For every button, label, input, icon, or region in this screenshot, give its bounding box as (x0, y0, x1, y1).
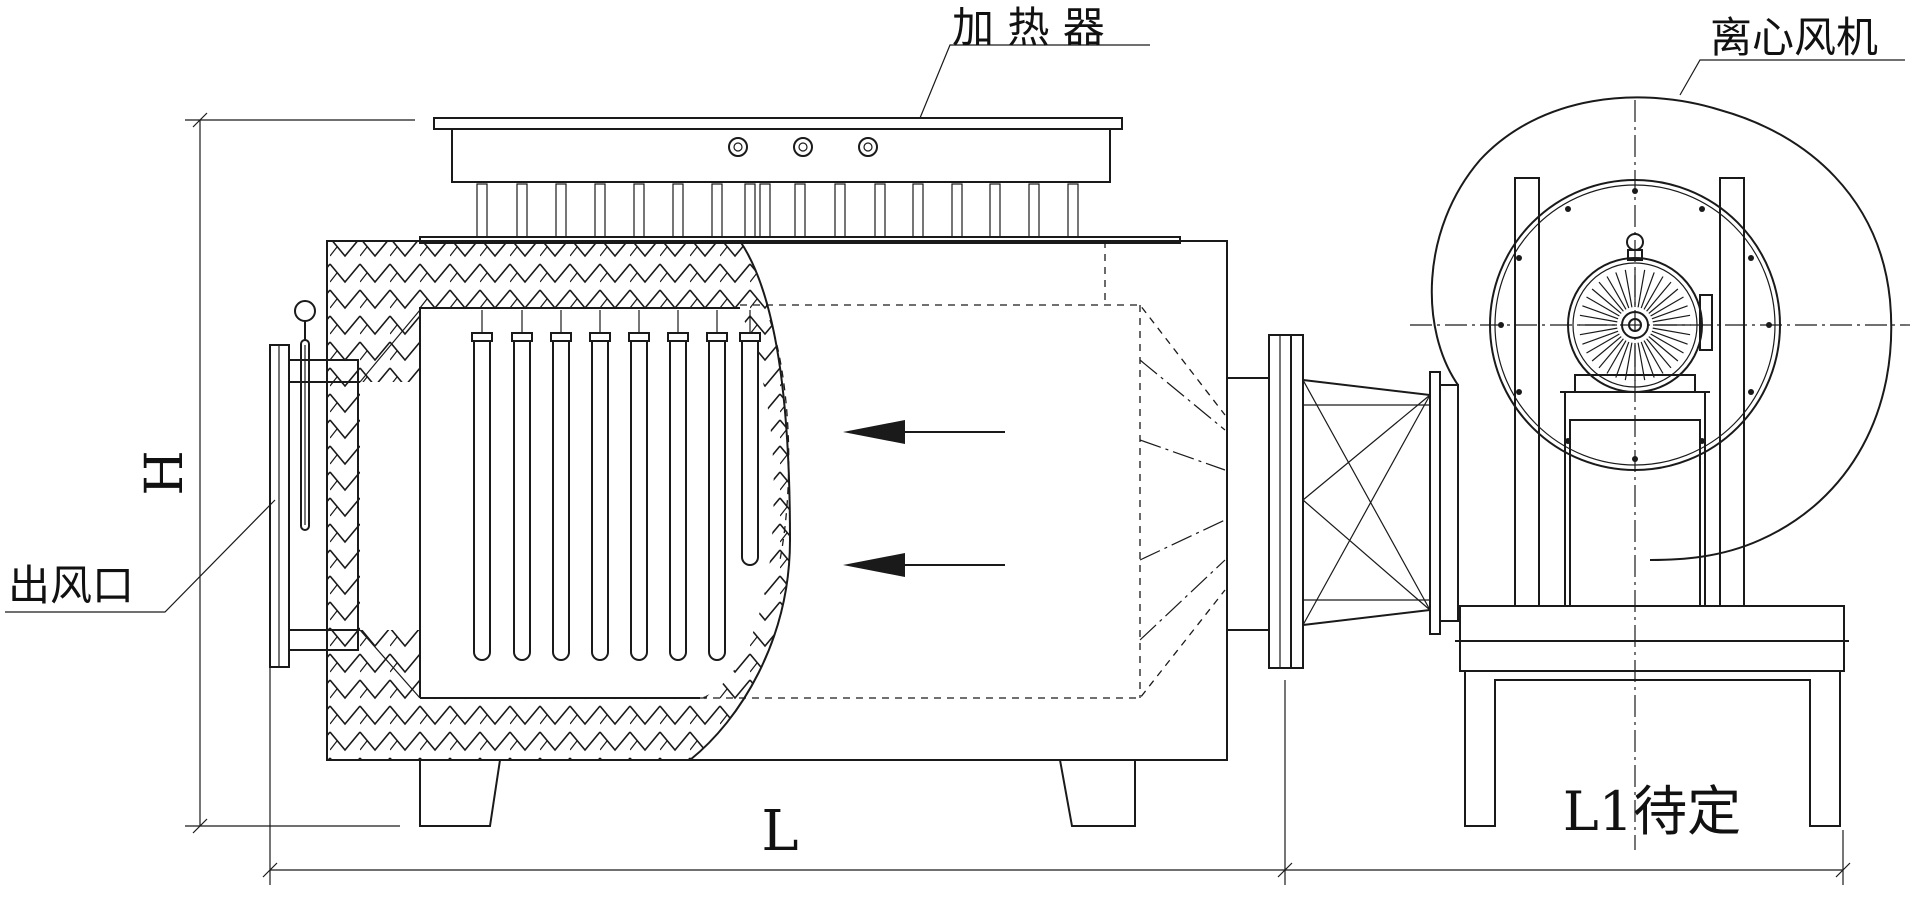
left-arrow-icon (843, 420, 905, 444)
fin (1640, 272, 1655, 309)
inlet-transition (1226, 334, 1459, 669)
fin (1652, 314, 1691, 323)
heater-label: 加 热 器 (952, 3, 1105, 52)
heating-tube (708, 334, 726, 661)
fin (1643, 340, 1664, 374)
dimensions (185, 112, 1851, 885)
support-foot-right (1059, 759, 1136, 827)
fan-length-dimension-label: L1待定 (1563, 780, 1741, 843)
fin (1646, 281, 1672, 312)
leader-lines (5, 44, 1905, 613)
element-lead (555, 183, 567, 238)
fin (1579, 314, 1618, 323)
heating-tube (591, 334, 609, 661)
fin (1598, 281, 1624, 312)
fin (1646, 338, 1672, 369)
fin (1650, 333, 1684, 354)
element-lead (744, 183, 756, 238)
element-lead (989, 183, 1001, 238)
left-arrow-icon (843, 553, 905, 577)
element-lead (874, 183, 886, 238)
element-lead (1067, 183, 1079, 238)
heater-junction-box (419, 117, 1181, 244)
fin (1651, 330, 1688, 345)
fin (1648, 288, 1679, 314)
element-lead (1028, 183, 1040, 238)
element-lead (794, 183, 806, 238)
fin (1640, 341, 1655, 378)
heating-tube (552, 334, 570, 661)
fan-label: 离心风机 (1710, 13, 1878, 62)
heating-elements (471, 310, 761, 661)
centrifugal-fan (1410, 96, 1910, 850)
element-lead (759, 183, 771, 238)
fin (1615, 341, 1630, 378)
height-dimension-label: H (135, 450, 195, 495)
fin (1586, 296, 1620, 317)
fin (1624, 269, 1633, 308)
fin (1591, 288, 1622, 314)
thermometer-icon (294, 300, 316, 531)
element-lead (951, 183, 963, 238)
fin (1582, 305, 1619, 320)
heating-tube (513, 334, 531, 661)
element-lead (672, 183, 684, 238)
heating-tube (741, 334, 759, 566)
fin (1643, 276, 1664, 310)
fin (1624, 342, 1633, 381)
fin (1582, 330, 1619, 345)
fin (1648, 336, 1679, 362)
fin (1606, 276, 1627, 310)
length-dimension-label: L (761, 799, 798, 864)
support-foot-left (419, 759, 501, 827)
heater-body (326, 240, 1228, 827)
fin (1579, 327, 1618, 336)
element-lead (594, 183, 606, 238)
terminal-bolts (728, 137, 878, 157)
bolt (1565, 206, 1571, 212)
bolt (1748, 255, 1754, 261)
heater-element-leads (476, 183, 1079, 238)
heating-tube (630, 334, 648, 661)
fin (1591, 336, 1622, 362)
motor-fins (1579, 269, 1691, 381)
fin (1651, 305, 1688, 320)
element-lead (834, 183, 846, 238)
outlet-flange (269, 300, 359, 668)
bolt (1699, 206, 1705, 212)
heating-tube (473, 334, 491, 661)
outlet-label: 出风口 (8, 561, 134, 610)
element-lead (633, 183, 645, 238)
bolt (1748, 389, 1754, 395)
fin (1615, 272, 1630, 309)
airflow-arrows (843, 420, 1005, 577)
fin (1637, 269, 1646, 308)
fin (1586, 333, 1620, 354)
element-lead (476, 183, 488, 238)
fin (1652, 327, 1691, 336)
element-lead (516, 183, 528, 238)
fin (1598, 338, 1624, 369)
fin (1637, 342, 1646, 381)
heating-tube (669, 334, 687, 661)
fin (1606, 340, 1627, 374)
element-lead (912, 183, 924, 238)
fin (1650, 296, 1684, 317)
element-lead (711, 183, 723, 238)
bolt (1516, 255, 1522, 261)
bolt (1516, 389, 1522, 395)
